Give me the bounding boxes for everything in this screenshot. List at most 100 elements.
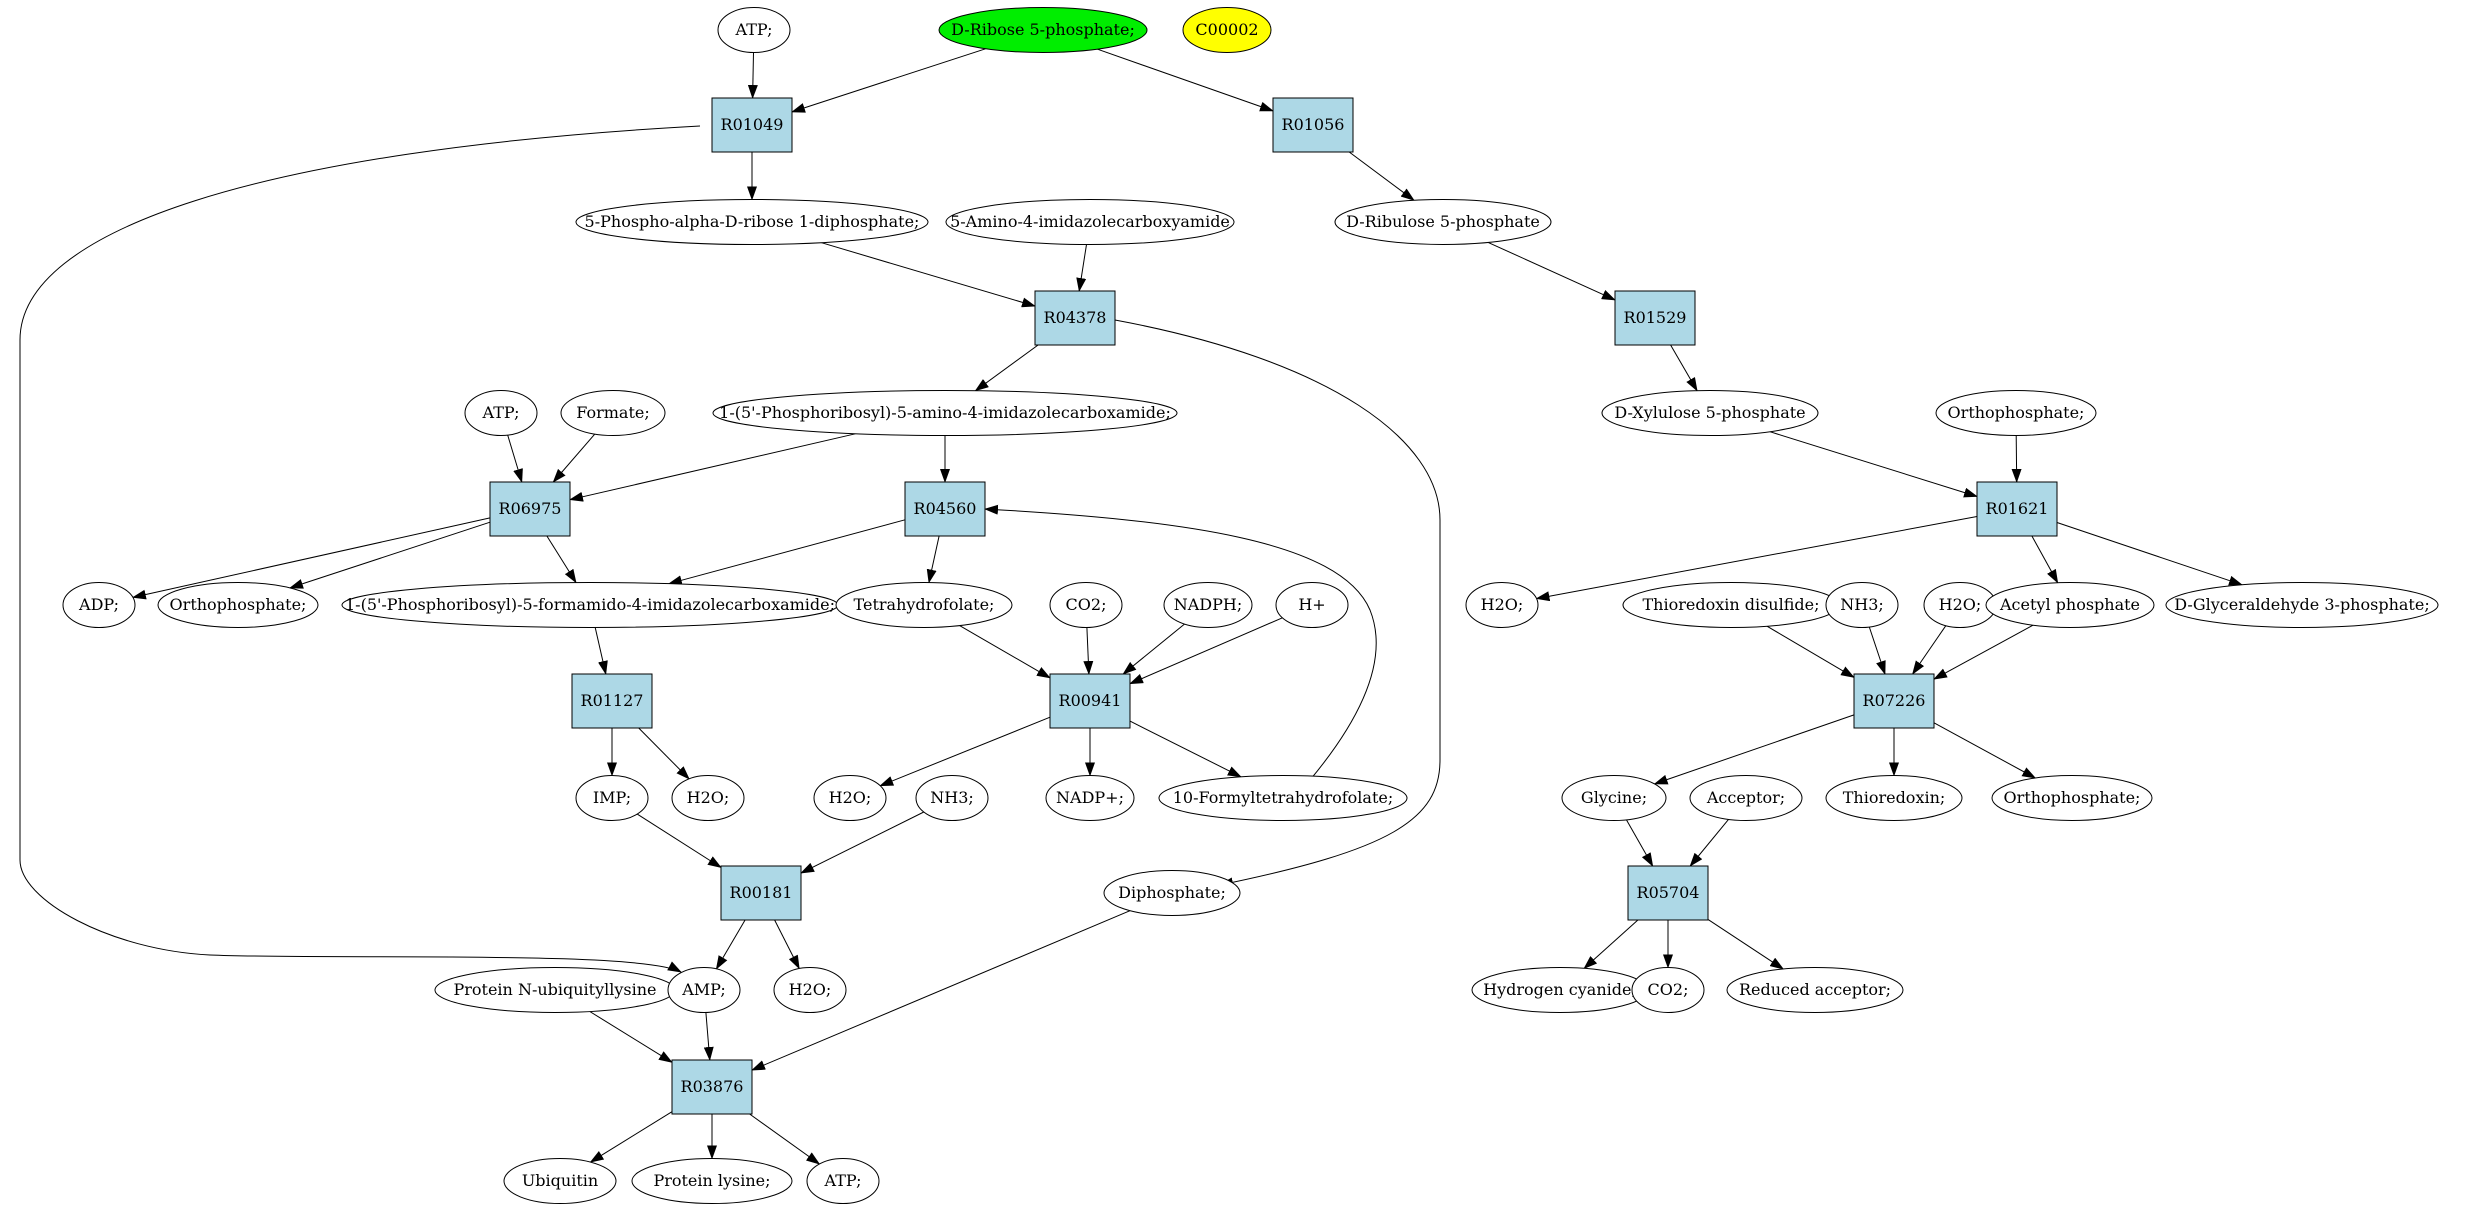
node-label: Orthophosphate; bbox=[2004, 788, 2141, 807]
reaction-node-r04378[interactable]: R04378 bbox=[1034, 290, 1116, 346]
node-label: ATP; bbox=[735, 20, 773, 39]
compound-node-h2o_b[interactable]: H2O; bbox=[1923, 582, 1997, 628]
compound-node-atp_bottom[interactable]: ATP; bbox=[806, 1158, 880, 1204]
node-label: Thioredoxin disulfide; bbox=[1642, 595, 1819, 614]
compound-node-h2o_c[interactable]: H2O; bbox=[671, 775, 745, 821]
reaction-node-r07226[interactable]: R07226 bbox=[1853, 673, 1935, 729]
compound-node-h2o_a[interactable]: H2O; bbox=[1465, 582, 1539, 628]
compound-node-glycine[interactable]: Glycine; bbox=[1561, 775, 1667, 821]
compound-node-prpp[interactable]: 5-Phospho-alpha-D-ribose 1-diphosphate; bbox=[575, 199, 929, 245]
reaction-node-r01127[interactable]: R01127 bbox=[571, 673, 653, 729]
edge-acceptor-to-r05704 bbox=[1689, 819, 1729, 867]
compound-node-imp[interactable]: IMP; bbox=[575, 775, 649, 821]
compound-node-ribose5p[interactable]: D-Ribose 5-phosphate; bbox=[938, 7, 1148, 53]
compound-node-ribulose5p[interactable]: D-Ribulose 5-phosphate bbox=[1334, 199, 1552, 245]
node-label: Thioredoxin; bbox=[1843, 788, 1946, 807]
compound-node-amp[interactable]: AMP; bbox=[667, 967, 741, 1013]
compound-node-reduced_acceptor[interactable]: Reduced acceptor; bbox=[1726, 967, 1904, 1013]
compound-node-atp_top[interactable]: ATP; bbox=[717, 7, 791, 53]
edge-r01529-to-xylulose5p bbox=[1670, 344, 1698, 392]
node-label: R00181 bbox=[730, 883, 793, 902]
node-label: R00941 bbox=[1059, 691, 1122, 710]
edge-aica-to-r04378 bbox=[1076, 244, 1087, 292]
node-label: Hydrogen cyanide; bbox=[1483, 980, 1637, 999]
edge-r04378-to-aicar bbox=[974, 344, 1039, 392]
compound-node-c00002[interactable]: C00002 bbox=[1182, 7, 1272, 53]
node-label: H2O; bbox=[789, 980, 832, 999]
compound-node-thf[interactable]: Tetrahydrofolate; bbox=[835, 582, 1013, 628]
compound-node-acetylp[interactable]: Acetyl phosphate bbox=[1985, 582, 2155, 628]
compound-node-protein_lysine[interactable]: Protein lysine; bbox=[631, 1158, 793, 1204]
edge-ribose5p-to-r01056 bbox=[1097, 48, 1274, 112]
compound-node-thioredoxin[interactable]: Thioredoxin; bbox=[1825, 775, 1963, 821]
edge-hplus-to-r00941 bbox=[1129, 617, 1283, 685]
compound-node-ubiquitin[interactable]: Ubiquitin bbox=[503, 1158, 617, 1204]
reaction-node-r05704[interactable]: R05704 bbox=[1627, 865, 1709, 921]
compound-node-xylulose5p[interactable]: D-Xylulose 5-phosphate bbox=[1601, 390, 1819, 436]
compound-node-aica[interactable]: 5-Amino-4-imidazolecarboxyamide bbox=[945, 199, 1235, 245]
node-label: NADP+; bbox=[1056, 788, 1124, 807]
edge-r00941-to-h2o_d bbox=[879, 716, 1051, 787]
node-label: Acetyl phosphate bbox=[1999, 595, 2140, 614]
compound-node-acceptor[interactable]: Acceptor; bbox=[1689, 775, 1803, 821]
node-label: H+ bbox=[1298, 595, 1325, 614]
reaction-node-r04560[interactable]: R04560 bbox=[904, 481, 986, 537]
reaction-node-r01529[interactable]: R01529 bbox=[1614, 290, 1696, 346]
compound-node-h2o_d[interactable]: H2O; bbox=[813, 775, 887, 821]
node-label: R03876 bbox=[681, 1077, 744, 1096]
edge-r03876-to-atp_bottom bbox=[749, 1113, 821, 1165]
edge-r05704-to-hcn bbox=[1583, 919, 1639, 970]
compound-node-nadph[interactable]: NADPH; bbox=[1163, 582, 1253, 628]
compound-node-orthophos_b[interactable]: Orthophosphate; bbox=[157, 582, 319, 628]
node-label: 10-Formyltetrahydrofolate; bbox=[1173, 788, 1393, 807]
reaction-node-r06975[interactable]: R06975 bbox=[489, 481, 571, 537]
reaction-node-r01049[interactable]: R01049 bbox=[711, 97, 793, 153]
reaction-node-r00181[interactable]: R00181 bbox=[720, 865, 802, 921]
edge-r03876-to-ubiquitin bbox=[589, 1111, 673, 1163]
reaction-node-r00941[interactable]: R00941 bbox=[1049, 673, 1131, 729]
compound-node-hplus[interactable]: H+ bbox=[1275, 582, 1349, 628]
edge-r01621-to-h2o_a bbox=[1535, 516, 1978, 602]
compound-node-co2_a[interactable]: CO2; bbox=[1049, 582, 1123, 628]
edge-r00181-to-amp bbox=[715, 919, 746, 970]
compound-node-atp2[interactable]: ATP; bbox=[464, 390, 538, 436]
edge-acetylp-to-r07226 bbox=[1933, 624, 2034, 680]
reaction-node-r01056[interactable]: R01056 bbox=[1272, 97, 1354, 153]
compound-node-nadp[interactable]: NADP+; bbox=[1045, 775, 1135, 821]
edge-layer bbox=[19, 48, 2243, 1165]
edge-imp-to-r00181 bbox=[636, 813, 722, 869]
compound-node-fthf[interactable]: 10-Formyltetrahydrofolate; bbox=[1158, 775, 1408, 821]
node-label: 1-(5'-Phosphoribosyl)-5-formamido-4-imid… bbox=[345, 595, 835, 614]
compound-node-nh3_a[interactable]: NH3; bbox=[1825, 582, 1899, 628]
reaction-node-r03876[interactable]: R03876 bbox=[671, 1059, 753, 1115]
node-label: D-Ribulose 5-phosphate bbox=[1346, 212, 1540, 231]
compound-node-diphosphate[interactable]: Diphosphate; bbox=[1103, 870, 1241, 916]
edge-r05704-to-reduced_acceptor bbox=[1707, 918, 1785, 970]
compound-node-trx_disulfide[interactable]: Thioredoxin disulfide; bbox=[1622, 582, 1840, 628]
edge-r07226-to-orthophos_c bbox=[1933, 722, 2037, 779]
edge-atp2-to-r06975 bbox=[507, 434, 523, 483]
compound-node-g3p[interactable]: D-Glyceraldehyde 3-phosphate; bbox=[2165, 582, 2439, 628]
node-label: D-Glyceraldehyde 3-phosphate; bbox=[2174, 595, 2429, 614]
compound-node-nh3_b[interactable]: NH3; bbox=[915, 775, 989, 821]
compound-node-protein_nub[interactable]: Protein N-ubiquityllysine bbox=[434, 967, 676, 1013]
compound-node-co2_b[interactable]: CO2; bbox=[1631, 967, 1705, 1013]
edge-trx_disulfide-to-r07226 bbox=[1766, 625, 1855, 678]
edge-r06975-to-adp bbox=[131, 517, 491, 600]
edge-diphosphate-to-r03876 bbox=[751, 910, 1131, 1071]
node-label: NH3; bbox=[1840, 595, 1884, 614]
compound-node-hcn[interactable]: Hydrogen cyanide; bbox=[1471, 967, 1649, 1013]
compound-node-formate[interactable]: Formate; bbox=[560, 390, 666, 436]
edge-aicar-to-r06975 bbox=[569, 433, 856, 502]
reaction-node-r01621[interactable]: R01621 bbox=[1976, 481, 2058, 537]
node-label: Protein lysine; bbox=[653, 1171, 770, 1190]
compound-node-orthophos_c[interactable]: Orthophosphate; bbox=[1991, 775, 2153, 821]
node-label: Tetrahydrofolate; bbox=[854, 595, 995, 614]
compound-node-adp[interactable]: ADP; bbox=[62, 582, 136, 628]
compound-node-orthophos_a[interactable]: Orthophosphate; bbox=[1935, 390, 2097, 436]
compound-node-aicar[interactable]: 1-(5'-Phosphoribosyl)-5-amino-4-imidazol… bbox=[712, 390, 1178, 436]
edge-r04560-to-thf bbox=[926, 535, 940, 584]
compound-node-faicar[interactable]: 1-(5'-Phosphoribosyl)-5-formamido-4-imid… bbox=[341, 582, 839, 628]
compound-node-h2o_e[interactable]: H2O; bbox=[773, 967, 847, 1013]
